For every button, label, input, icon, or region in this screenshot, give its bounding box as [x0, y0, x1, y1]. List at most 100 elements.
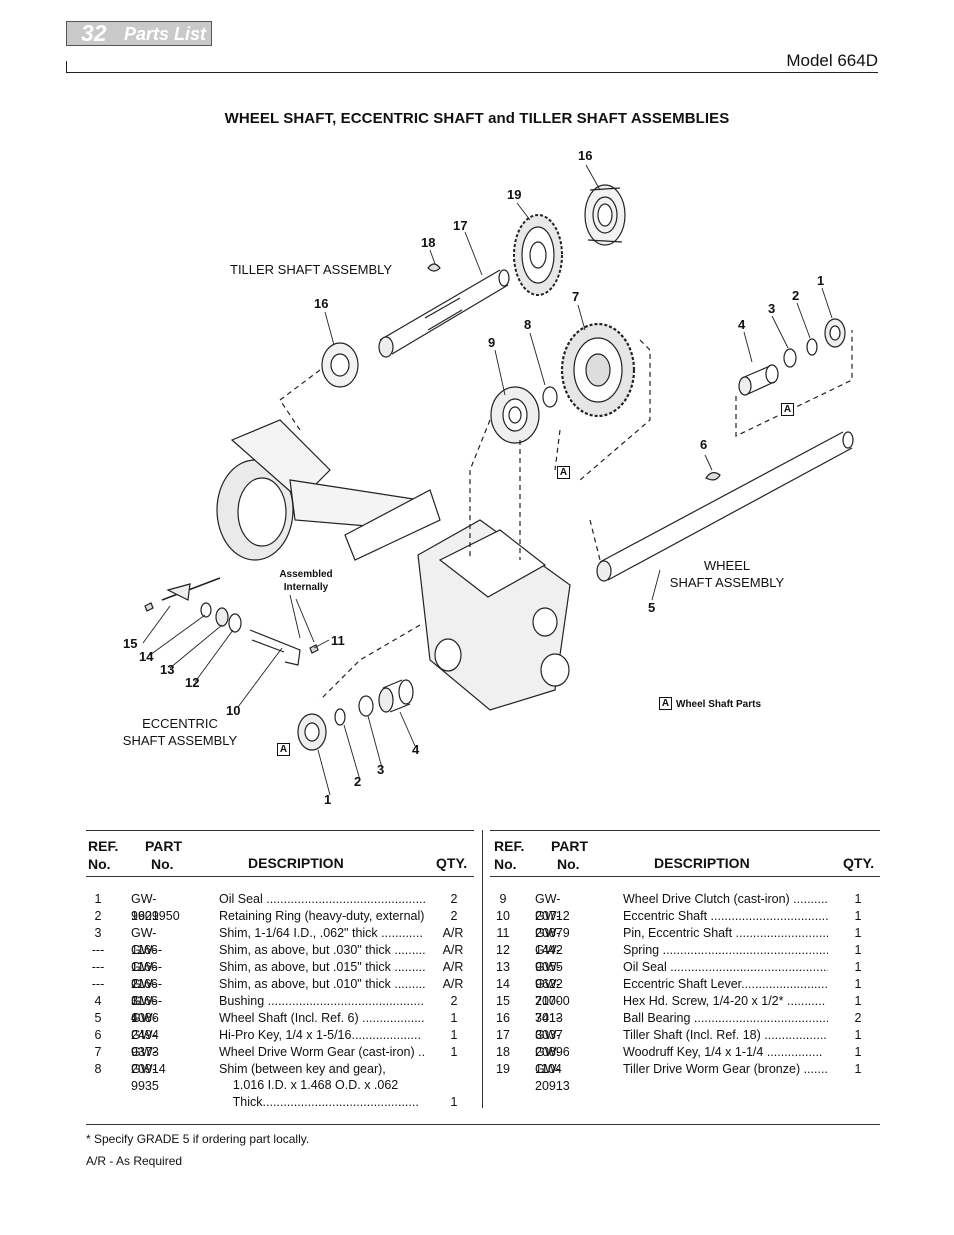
th-qty-right: QTY.	[843, 855, 875, 871]
callout-1-right: 1	[817, 273, 825, 288]
tiller-worm-gear	[513, 214, 563, 296]
cell-desc: Wheel Drive Clutch (cast-iron) .........…	[623, 892, 828, 906]
callout-10: 10	[226, 703, 241, 718]
cell-ref: 15	[496, 994, 510, 1008]
transmission-housing	[216, 419, 571, 711]
callout-9: 9	[488, 335, 496, 350]
cell-ref: 11	[496, 926, 510, 940]
section-title: Parts List	[124, 24, 207, 44]
footnote-as-required: A/R - As Required	[86, 1154, 183, 1168]
wheel-shaft-parts-legend: Wheel Shaft Parts	[676, 699, 762, 710]
cell-part: GW-2494	[131, 1011, 159, 1042]
cell-desc: Oil Seal ...............................…	[623, 960, 828, 974]
cell-desc: Hi-Pro Key, 1/4 x 1-5/16................…	[219, 1028, 421, 1042]
cell-ref: 14	[496, 977, 510, 991]
cell-desc: Shim, as above, but .015" thick ........…	[219, 960, 425, 974]
marker-a-center: A	[557, 466, 570, 479]
cell-desc: Shim (between key and gear),	[219, 1062, 386, 1076]
cell-desc: Pin, Eccentric Shaft ...................…	[623, 926, 828, 940]
callout-13: 13	[160, 662, 175, 677]
cell-part: GW-20914	[131, 1045, 166, 1076]
cell-ref: ---	[91, 960, 105, 974]
cell-desc: Hex Hd. Screw, 1/4-20 x 1/2* ...........	[623, 994, 826, 1008]
model-label: Model 664D	[786, 51, 878, 70]
cell-qty: 1	[854, 1028, 862, 1042]
caption-wheel-line1: WHEEL	[703, 558, 751, 573]
cell-desc: Retaining Ring (heavy-duty, external)	[219, 909, 425, 923]
caption-wheel-line2: SHAFT ASSEMBLY	[669, 575, 785, 590]
diagram-title: WHEEL SHAFT, ECCENTRIC SHAFT and TILLER …	[224, 110, 730, 127]
cell-part: GW-20913	[535, 1062, 570, 1093]
cell-part: 710-3013	[535, 994, 563, 1025]
cell-qty: 1	[854, 943, 862, 957]
cell-desc: Ball Bearing ...........................…	[623, 1011, 828, 1025]
hi-pro-key	[705, 472, 721, 481]
assembled-line2: Internally	[283, 582, 329, 593]
caption-eccentric-shaft: ECCENTRIC SHAFT ASSEMBLY	[114, 715, 246, 749]
th-part-line1: PART	[551, 838, 589, 854]
cell-qty: 1	[854, 926, 862, 940]
cell-part: GW-20700	[535, 977, 570, 1008]
cell-ref: 1	[94, 892, 102, 906]
bottom-seal-set	[297, 679, 414, 751]
cell-part: GW-20879	[535, 909, 570, 940]
cell-ref: ---	[91, 977, 105, 991]
th-part-line1: PART	[145, 838, 183, 854]
table-bottom-rule	[86, 1124, 880, 1125]
cell-qty: 1	[854, 960, 862, 974]
cell-desc: Thick...................................…	[219, 1095, 419, 1109]
cell-desc: Oil Seal ...............................…	[219, 892, 425, 906]
callout-16-left: 16	[314, 296, 329, 311]
cell-ref: 2	[94, 909, 102, 923]
assembled-internally-note: Assembled Internally	[270, 568, 342, 594]
cell-ref: 6	[94, 1028, 102, 1042]
callout-2-bottom: 2	[354, 774, 362, 789]
cell-desc: Tiller Drive Worm Gear (bronze) .......	[623, 1062, 828, 1076]
woodruff-key	[427, 263, 441, 272]
cell-desc: Shim, as above, but .030" thick ........…	[219, 943, 425, 957]
cell-ref: 18	[496, 1045, 510, 1059]
table-header-rule-right	[490, 876, 880, 877]
cell-qty: A/R	[442, 943, 464, 957]
cell-qty: 1	[450, 1045, 458, 1059]
callout-19: 19	[507, 187, 522, 202]
cell-part: GW-9935	[131, 1062, 159, 1093]
header-rule	[66, 72, 878, 73]
assembled-line1: Assembled	[279, 569, 333, 580]
cell-qty: A/R	[442, 960, 464, 974]
callout-12: 12	[185, 675, 200, 690]
callout-11: 11	[331, 633, 345, 648]
eccentric-parts	[144, 577, 319, 666]
callout-7: 7	[572, 289, 580, 304]
cell-desc: Bushing ................................…	[219, 994, 425, 1008]
page-number: 32	[81, 20, 107, 46]
cell-qty: 1	[854, 977, 862, 991]
cell-qty: 1	[854, 1062, 862, 1076]
table-divider	[482, 830, 483, 1108]
cell-ref: 7	[94, 1045, 102, 1059]
cell-ref: 3	[94, 926, 102, 940]
callout-2-right: 2	[792, 288, 800, 303]
cell-ref: 12	[496, 943, 510, 957]
cell-qty: 1	[854, 1045, 862, 1059]
dashed-leaders	[279, 339, 651, 701]
callout-5: 5	[648, 600, 656, 615]
th-part-right: PART No.	[551, 837, 588, 873]
cell-qty: 2	[450, 994, 458, 1008]
callout-leaders	[142, 164, 833, 796]
cell-part: GW-9621	[131, 892, 159, 923]
header-tick	[66, 61, 67, 72]
cell-ref: 9	[499, 892, 507, 906]
cell-qty: 2	[854, 1011, 862, 1025]
marker-a-legend: A	[659, 697, 672, 710]
tiller-shaft	[378, 269, 510, 358]
ball-bearing-left	[321, 342, 359, 388]
th-ref-left: REF. No.	[88, 837, 118, 873]
cell-ref: 4	[94, 994, 102, 1008]
cell-qty: 1	[854, 909, 862, 923]
callout-17: 17	[453, 218, 468, 233]
th-desc-left: DESCRIPTION	[248, 855, 344, 871]
cell-desc: Eccentric Shaft Lever...................…	[623, 977, 828, 991]
th-ref-right: REF. No.	[494, 837, 524, 873]
cell-qty: 1	[854, 892, 862, 906]
